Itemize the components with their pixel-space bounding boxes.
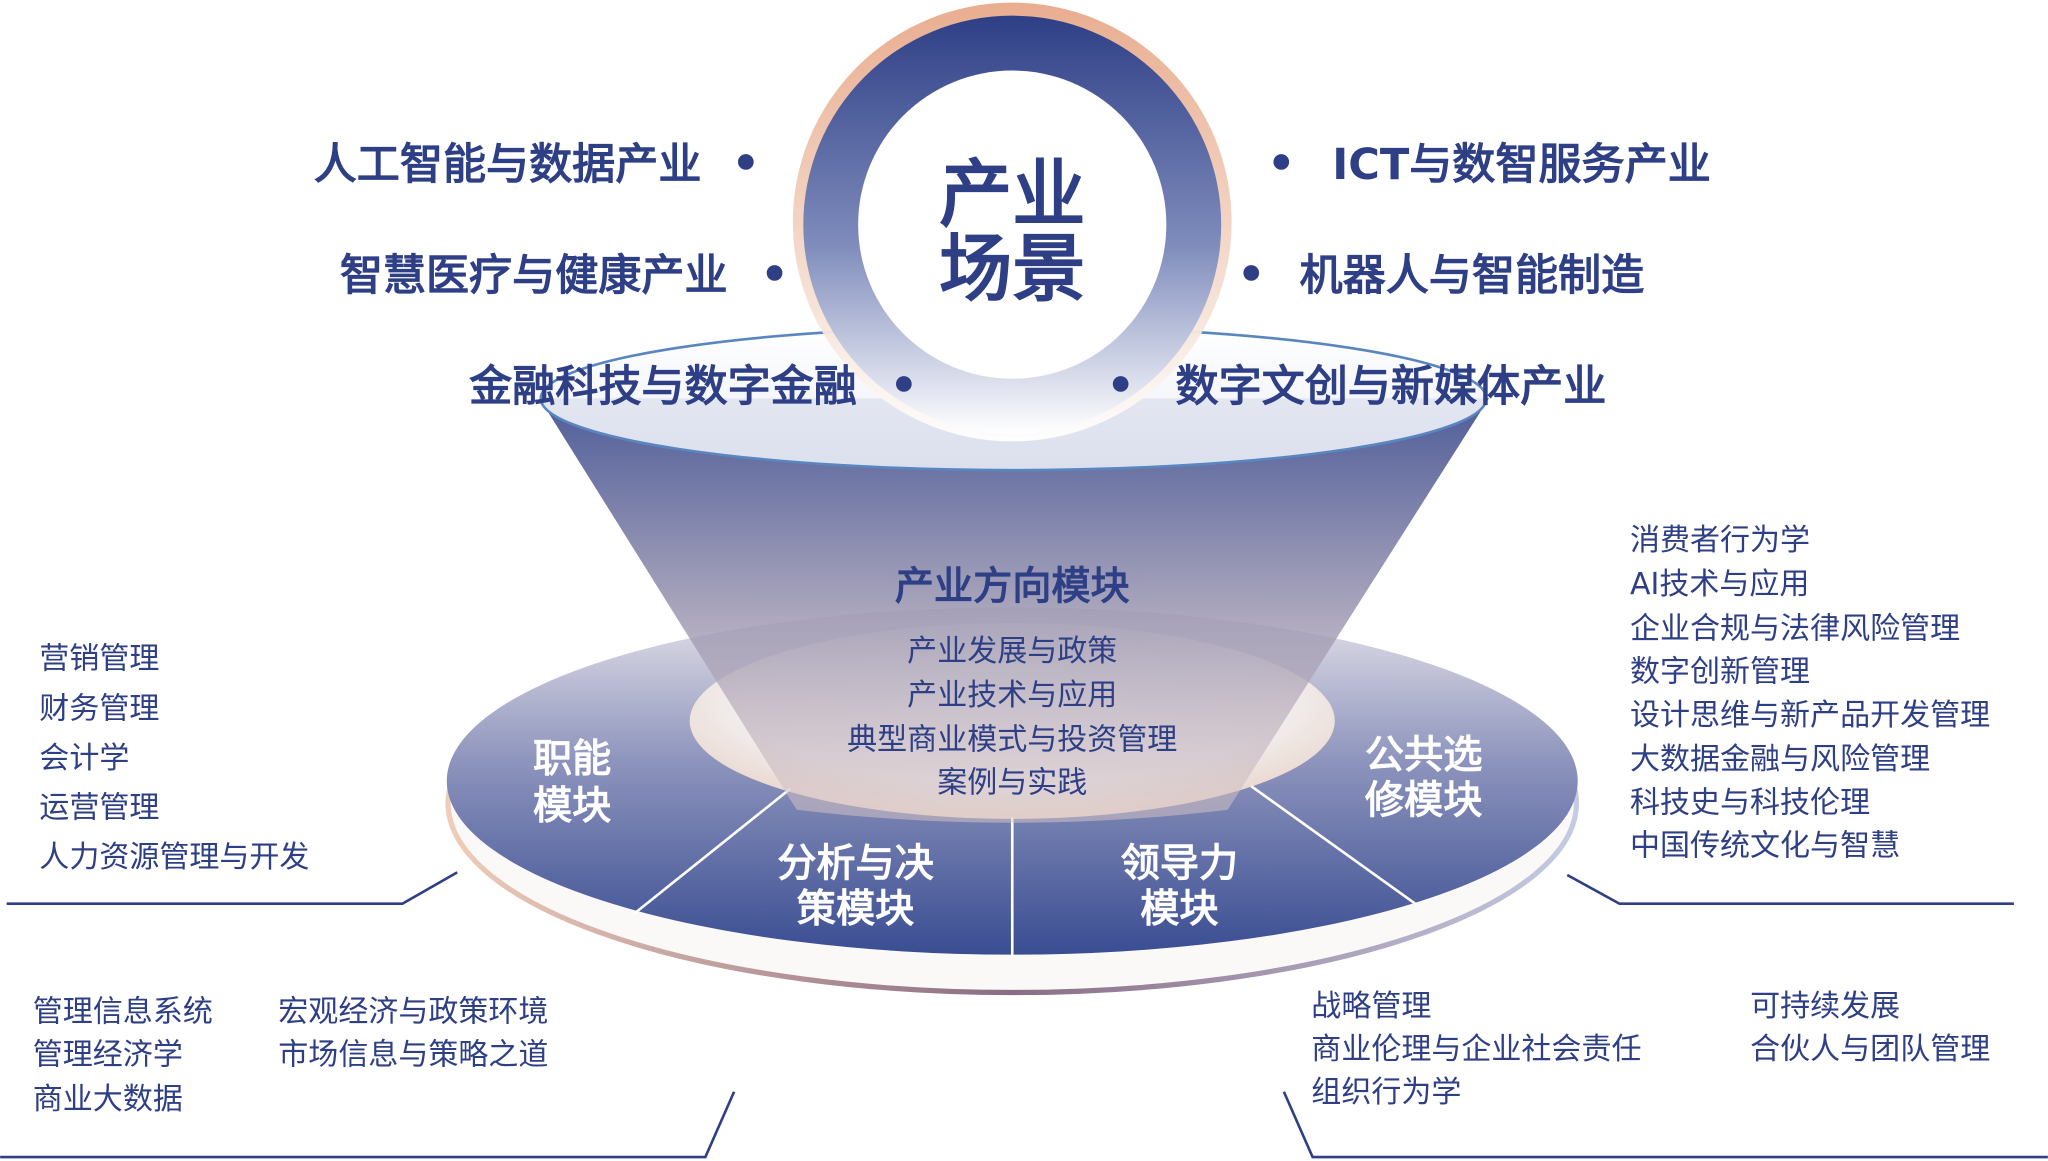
- course: 市场信息与策略之道: [278, 1037, 548, 1072]
- course: 运营管理: [39, 791, 159, 826]
- center-title-line2: 场景: [939, 227, 1085, 312]
- course: 可持续发展: [1750, 989, 1900, 1024]
- course: AI技术与应用: [1630, 567, 1809, 602]
- analysis-course-list: 管理信息系统 管理经济学 商业大数据 宏观经济与政策环境 市场信息与策略之道: [33, 994, 549, 1116]
- leadership-course-list: 战略管理 商业伦理与企业社会责任 组织行为学 可持续发展 合伙人与团队管理: [1311, 989, 1990, 1110]
- divider: [1250, 785, 1418, 907]
- connector-line: [1282, 1091, 2048, 1159]
- elective-course-list: 消费者行为学 AI技术与应用 企业合规与法律风险管理 数字创新管理 设计思维与新…: [1630, 523, 1990, 864]
- course: 管理经济学: [33, 1037, 183, 1072]
- industry-right-3: 数字文创与新媒体产业: [1175, 362, 1606, 412]
- module-elective: 公共选: [1365, 733, 1482, 778]
- course: 管理信息系统: [33, 994, 213, 1029]
- course: 大数据金融与风险管理: [1630, 742, 1930, 777]
- course: 营销管理: [39, 642, 159, 677]
- course: 财务管理: [39, 691, 159, 726]
- scene-core: [858, 70, 1167, 379]
- course: 合伙人与团队管理: [1750, 1032, 1990, 1067]
- core-item: 产业技术与应用: [907, 678, 1117, 713]
- module-analysis: 策模块: [797, 887, 914, 932]
- funnel: [539, 398, 1489, 823]
- industry-left-2: 智慧医疗与健康产业: [340, 251, 728, 301]
- bullet-dot: [766, 265, 783, 281]
- module-functional: 模块: [533, 784, 611, 829]
- course: 宏观经济与政策环境: [278, 994, 548, 1029]
- bullet-dot: [737, 154, 754, 170]
- course: 消费者行为学: [1630, 523, 1810, 558]
- course: 组织行为学: [1311, 1075, 1461, 1110]
- core-item: 案例与实践: [937, 766, 1087, 801]
- module-elective: 修模块: [1365, 779, 1482, 824]
- divider: [632, 787, 792, 916]
- industry-right-1: ICT与数智服务产业: [1332, 140, 1711, 190]
- bullet-dot: [1112, 376, 1129, 392]
- module-analysis: 分析与决: [777, 841, 934, 886]
- module-leadership: 领导力: [1121, 841, 1238, 886]
- industry-left-3: 金融科技与数字金融: [469, 362, 857, 412]
- core-item: 典型商业模式与投资管理: [847, 723, 1177, 758]
- industry-right-2: 机器人与智能制造: [1300, 251, 1645, 301]
- course: 中国传统文化与智慧: [1630, 828, 1900, 863]
- bullet-dot: [896, 376, 912, 392]
- course: 人力资源管理与开发: [39, 840, 309, 875]
- course: 会计学: [39, 741, 129, 776]
- course: 设计思维与新产品开发管理: [1630, 698, 1990, 733]
- course: 企业合规与法律风险管理: [1630, 612, 1960, 647]
- functional-course-list: 营销管理 财务管理 会计学 运营管理 人力资源管理与开发: [39, 642, 309, 876]
- course: 科技史与科技伦理: [1630, 785, 1870, 820]
- module-leadership: 模块: [1140, 887, 1218, 932]
- center-title-line1: 产业: [939, 152, 1085, 237]
- course: 数字创新管理: [1630, 655, 1810, 690]
- industry-left-1: 人工智能与数据产业: [314, 140, 702, 190]
- connector-line: [6, 871, 458, 906]
- core-title: 产业方向模块: [895, 564, 1130, 609]
- course: 商业伦理与企业社会责任: [1311, 1032, 1641, 1067]
- module-functional: 职能: [533, 737, 611, 782]
- bullet-dot: [1243, 265, 1260, 281]
- bullet-dot: [1273, 154, 1290, 170]
- core-item: 产业发展与政策: [907, 634, 1117, 669]
- connector-line: [1566, 873, 2014, 906]
- course: 战略管理: [1311, 989, 1431, 1024]
- course: 商业大数据: [33, 1082, 183, 1117]
- connector-line: [0, 1091, 736, 1159]
